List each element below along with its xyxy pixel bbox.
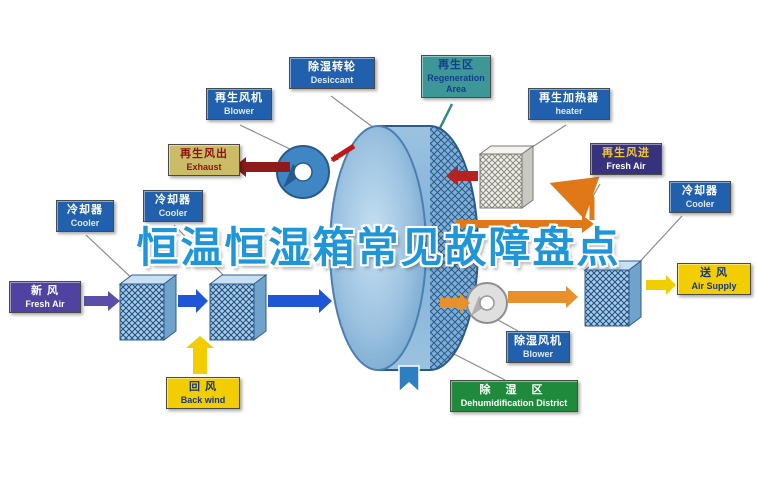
label-desiccant: 除湿转轮 Desiccant <box>289 57 375 89</box>
label-back-wind-zh: 回 风 <box>188 381 218 393</box>
label-cooler-left-1-zh: 冷却器 <box>155 194 191 206</box>
label-regeneration-area-zh: 再生区 <box>438 59 474 71</box>
exhaust-arrow <box>234 157 290 177</box>
label-dehumid-blower-en: Blower <box>522 348 553 359</box>
heater-to-wheel-arrow <box>446 166 478 186</box>
back-wind-arrow <box>186 336 214 374</box>
label-desiccant-en: Desiccant <box>310 74 354 85</box>
label-regen-heater-en: heater <box>555 105 583 116</box>
wheel-to-fan-arrow <box>440 293 470 313</box>
regen-inlet-arrow <box>549 176 600 220</box>
leader-lines <box>85 95 683 381</box>
wheel-ribbon <box>398 365 420 394</box>
label-regeneration-area-en: Regeneration Area <box>427 72 485 94</box>
dehumid-blower-fan <box>466 282 508 324</box>
label-dehumid-blower-zh: 除湿风机 <box>514 335 562 347</box>
label-dehumid-blower: 除湿风机 Blower <box>506 331 570 363</box>
page-title: 恒温恒湿箱常见故障盘点 <box>136 224 621 271</box>
fresh-air-arrow <box>84 291 120 311</box>
label-air-supply-zh: 送 风 <box>699 267 729 279</box>
label-cooler-right-zh: 冷却器 <box>682 185 718 197</box>
regen-path-arrow <box>456 215 594 233</box>
heater-exchanger <box>478 145 535 209</box>
label-desiccant-zh: 除湿转轮 <box>308 61 356 73</box>
label-back-wind: 回 风 Back wind <box>166 377 240 409</box>
label-cooler-right-en: Cooler <box>685 198 715 209</box>
label-air-supply: 送 风 Air Supply <box>677 263 751 295</box>
flow-arrows <box>84 143 676 374</box>
label-regen-blower-en: Blower <box>223 105 254 116</box>
fan-to-cooler-arrow <box>508 286 578 308</box>
label-back-wind-en: Back wind <box>180 394 226 405</box>
label-fresh-air: 新 风 Fresh Air <box>9 281 81 313</box>
cooler-unit-left-1 <box>119 274 177 341</box>
label-regen-fresh-air-zh: 再生风进 <box>602 147 650 159</box>
label-cooler-left-1-en: Cooler <box>158 207 188 218</box>
process-arrow-2 <box>268 289 332 313</box>
air-supply-arrow <box>646 275 676 295</box>
cooler-unit-left-2 <box>209 274 267 341</box>
desiccant-wheel <box>329 125 479 394</box>
label-fresh-air-en: Fresh Air <box>25 298 65 309</box>
label-regen-heater-zh: 再生加热器 <box>539 92 599 104</box>
label-exhaust-en: Exhaust <box>186 161 222 172</box>
label-regen-heater: 再生加热器 heater <box>528 88 610 120</box>
label-regen-blower-zh: 再生风机 <box>215 92 263 104</box>
label-fresh-air-zh: 新 风 <box>30 285 60 297</box>
label-cooler-left-2: 冷却器 Cooler <box>56 200 114 232</box>
label-exhaust: 再生风出 Exhaust <box>168 144 240 176</box>
regen-blower-fan <box>276 145 330 199</box>
label-regen-fresh-air: 再生风进 Fresh Air <box>590 143 662 175</box>
wheel-to-blower-arrow <box>330 143 356 163</box>
label-dehumid-district: 除 湿 区 Dehumidification District <box>450 380 578 412</box>
label-air-supply-en: Air Supply <box>691 280 737 291</box>
label-dehumid-district-zh: 除 湿 区 <box>479 384 549 396</box>
label-dehumid-district-en: Dehumidification District <box>460 397 568 408</box>
label-regeneration-area: 再生区 Regeneration Area <box>421 55 491 99</box>
label-cooler-left-2-zh: 冷却器 <box>67 204 103 216</box>
label-cooler-left-1: 冷却器 Cooler <box>143 190 203 222</box>
label-cooler-left-2-en: Cooler <box>70 217 100 228</box>
process-arrow-1 <box>178 289 208 313</box>
label-exhaust-zh: 再生风出 <box>180 148 228 160</box>
label-cooler-right: 冷却器 Cooler <box>669 181 731 213</box>
label-regen-blower: 再生风机 Blower <box>206 88 272 120</box>
label-regen-fresh-air-en: Fresh Air <box>606 160 646 171</box>
